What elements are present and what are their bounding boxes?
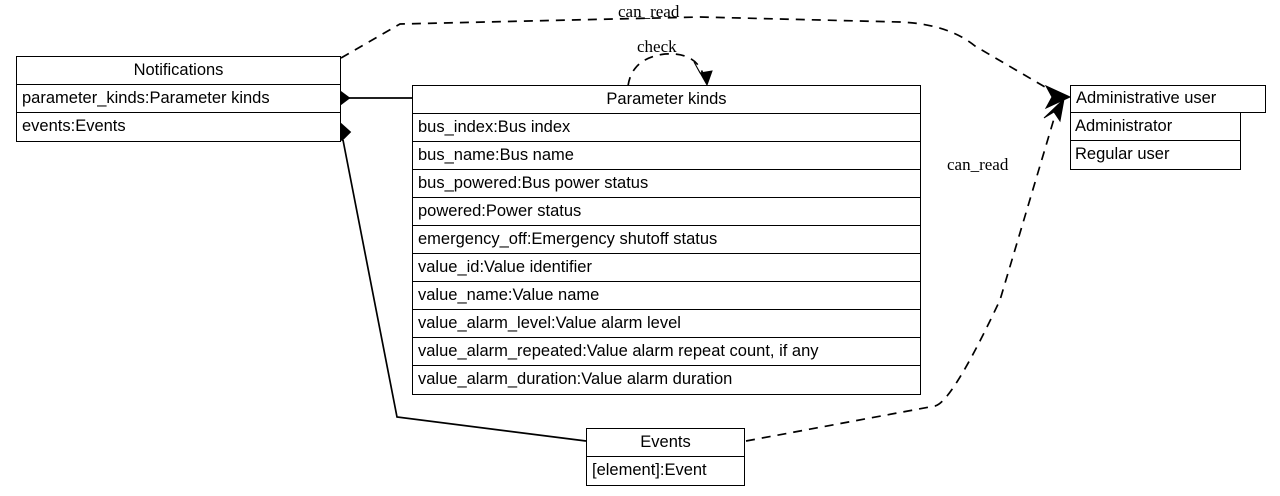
class-attribute-row: bus_powered:Bus power status (413, 170, 920, 198)
class-attribute-row: value_alarm_repeated:Value alarm repeat … (413, 338, 920, 366)
class-attributes-administrative-user: Administrator Regular user (1070, 113, 1241, 170)
edge-events-can-read-admin (745, 111, 1057, 442)
edge-notifications-can-read-admin (340, 16, 1063, 98)
class-attribute-row: value_alarm_duration:Value alarm duratio… (413, 366, 920, 394)
class-box-notifications[interactable]: Notifications parameter_kinds:Parameter … (16, 56, 341, 142)
class-attribute-row: Regular user (1071, 141, 1240, 169)
class-title-parameter-kinds: Parameter kinds (413, 86, 920, 114)
edge-label-check: check (637, 37, 677, 56)
class-box-events[interactable]: Events [element]:Event (586, 428, 745, 486)
class-attribute-row: bus_name:Bus name (413, 142, 920, 170)
edge-parameter-kinds-check-self (627, 53, 704, 87)
class-box-administrative-user[interactable]: Administrative user Administrator Regula… (1070, 85, 1266, 170)
class-attribute-row: value_id:Value identifier (413, 254, 920, 282)
class-attribute-row: value_alarm_level:Value alarm level (413, 310, 920, 338)
class-title-events: Events (587, 429, 744, 457)
edge-notifications-owns-events (342, 139, 587, 442)
class-attribute-row: value_name:Value name (413, 282, 920, 310)
class-attribute-row: Administrator (1071, 113, 1240, 141)
class-title-notifications: Notifications (17, 57, 340, 85)
class-attribute-row: bus_index:Bus index (413, 114, 920, 142)
class-attribute-row: [element]:Event (587, 457, 744, 485)
class-box-parameter-kinds[interactable]: Parameter kinds bus_index:Bus index bus_… (412, 85, 921, 395)
class-attribute-row: parameter_kinds:Parameter kinds (17, 85, 340, 113)
arrowhead-can-read-top (1044, 84, 1072, 110)
arrowhead-check (693, 61, 713, 87)
class-attribute-row: powered:Power status (413, 198, 920, 226)
class-title-administrative-user: Administrative user (1070, 85, 1266, 113)
class-attribute-row: events:Events (17, 113, 340, 141)
arrowhead-can-read-bottom (1043, 97, 1065, 123)
edge-label-can-read-bottom: can_read (947, 155, 1009, 174)
class-attribute-row: emergency_off:Emergency shutoff status (413, 226, 920, 254)
edge-label-can-read-top: can_read (618, 2, 680, 21)
